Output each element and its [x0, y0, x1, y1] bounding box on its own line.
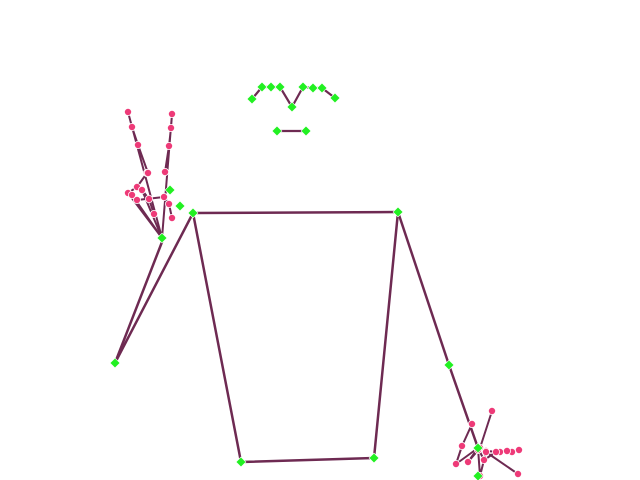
left-hand-joint-5-5	[167, 213, 176, 222]
right-hand-finger-5-bone	[477, 447, 519, 477]
face-keypoint-7	[307, 82, 319, 94]
face-keypoint-2	[256, 81, 268, 93]
bone-hipR-shoulderR	[372, 210, 400, 460]
left-hand-finger-1-bone	[127, 172, 163, 239]
left-hand-joint-3-4	[160, 167, 169, 176]
right-hand-joint-4-1	[479, 455, 488, 464]
left-hand-joint-5-1	[127, 190, 136, 199]
bone-elbowR-wristR	[447, 363, 480, 450]
right-hand-finger-1-bone	[455, 423, 479, 465]
face-keypoint-11	[300, 125, 312, 137]
right-hand-joint-3-5	[515, 445, 524, 454]
body-keypoint-7	[164, 184, 176, 196]
right-hand-joint-1-1	[451, 459, 460, 468]
right-hand-joint-5-3	[514, 469, 523, 478]
left-hand-joint-3-3	[164, 141, 173, 150]
body-keypoint-1	[187, 207, 199, 219]
left-hand-joint-4-3	[149, 209, 158, 218]
bone-shoulderR-elbowR	[396, 210, 451, 367]
face-keypoint-4	[274, 81, 286, 93]
face-keypoint-5	[286, 101, 298, 113]
face-keypoint-10	[271, 125, 283, 137]
face-keypoint-8	[316, 82, 328, 94]
left-hand-joint-2-4	[143, 168, 152, 177]
bone-shoulderL-elbowL	[113, 211, 195, 365]
body-keypoint-6	[368, 452, 380, 464]
right-hand-joint-4-3	[502, 446, 511, 455]
left-hand-joint-5-2	[132, 195, 141, 204]
body-keypoint-4	[443, 359, 455, 371]
face-keypoint-3	[265, 81, 277, 93]
left-wrist-keypoint	[156, 232, 168, 244]
bone-shoulderL-hipL	[191, 211, 243, 464]
bone-elbowL-wristL	[113, 240, 164, 365]
left-hand-joint-3-2	[166, 124, 175, 133]
right-hand-joint-2-1	[463, 457, 472, 466]
bone-shoulderL-shoulderR	[191, 210, 400, 215]
left-hand-joint-2-2	[127, 123, 136, 132]
left-hand-joint-2-3	[133, 140, 142, 149]
left-hand-joint-2-1	[124, 108, 133, 117]
body-keypoint-9	[472, 470, 484, 480]
right-hand-joint-5-2	[481, 447, 490, 456]
face-keypoint-6	[297, 81, 309, 93]
right-hand-joint-4-2	[491, 447, 500, 456]
body-keypoint-5	[235, 456, 247, 468]
body-keypoint-8	[174, 200, 186, 212]
right-hand-joint-2-3	[487, 406, 496, 415]
body-keypoint-3	[109, 357, 121, 369]
left-hand-joint-4-2	[144, 194, 153, 203]
left-hand-joint-5-4	[164, 199, 173, 208]
right-hand-finger-2-bone	[467, 410, 493, 463]
left-hand-joint-3-1	[167, 110, 176, 119]
face-keypoint-9	[329, 92, 341, 104]
right-wrist-keypoint	[472, 442, 484, 454]
right-hand-joint-1-2	[457, 441, 466, 450]
face-keypoint-1	[246, 93, 258, 105]
left-hand-joint-5-3	[159, 192, 168, 201]
left-hand-joint-4-1	[137, 185, 146, 194]
body-keypoint-2	[392, 206, 404, 218]
bone-hipL-hipR	[239, 456, 376, 464]
right-hand-joint-1-3	[467, 419, 476, 428]
